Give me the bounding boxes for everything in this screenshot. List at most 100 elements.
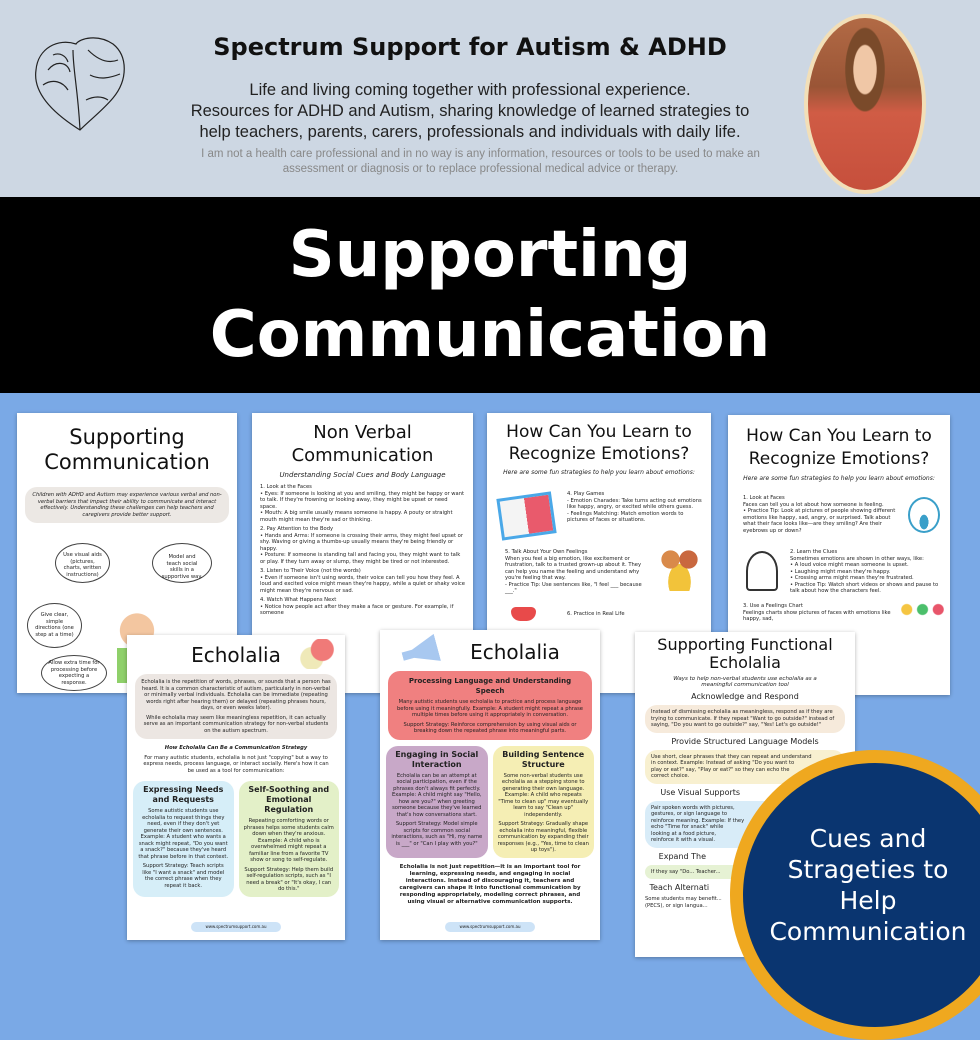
list-item: 4. Play Games: [567, 491, 605, 497]
info-card-sentence-structure: Building Sentence Structure Some non-ver…: [492, 745, 594, 858]
person-gesture-icon: [746, 551, 778, 591]
intro-box: Echolalia is the repetition of words, ph…: [135, 674, 337, 739]
item-list: 1. Look at the Faces • Eyes: If someone …: [252, 479, 473, 622]
card-strategy: Support Strategy: Reinforce comprehensio…: [403, 721, 577, 735]
card-title: Processing Language and Understanding Sp…: [408, 677, 572, 695]
info-card-expressing-needs: Expressing Needs and Requests Some autis…: [133, 781, 234, 897]
section-title: Expand The: [658, 851, 707, 861]
list-item: - Practice Tip: Use sentences like, "I f…: [505, 581, 642, 595]
emoji-faces-icon: [900, 603, 945, 616]
intro-text: Echolalia is the repetition of words, ph…: [141, 679, 331, 711]
shocked-face-icon: [908, 497, 940, 533]
card-strategy: Support Strategy: Teach scripts like "I …: [142, 863, 225, 889]
speech-bubble: Use visual aids (pictures, charts, writt…: [55, 543, 110, 583]
speech-bubble: Allow extra time for processing before e…: [41, 655, 107, 691]
section-lead: For many autistic students, echolalia is…: [143, 754, 329, 774]
section-heading: How Echolalia Can Be a Communication Str…: [164, 745, 308, 751]
tip-block: 5. Talk About Your Own Feelings When you…: [505, 549, 650, 595]
head-heart-logo-icon: [35, 37, 125, 131]
section-body: Instead of dismissing echolalia as meani…: [645, 705, 845, 733]
section-body: Some students may benefit... (PECS), or …: [645, 896, 722, 909]
list-item: • Practice Tip: Look at pictures of peop…: [743, 508, 896, 534]
list-item: 2. Pay Attention to the Body: [260, 526, 334, 532]
list-item: Sometimes emotions are shown in other wa…: [790, 555, 924, 562]
list-item: • Crossing arms might mean they're frust…: [790, 575, 914, 581]
list-item: 5. Talk About Your Own Feelings: [505, 549, 588, 555]
list-item: - Emotion Charades: Take turns acting ou…: [567, 497, 702, 511]
page-subtitle: Here are some fun strategies to help you…: [743, 475, 935, 482]
list-item: When you feel a big emotion, like excite…: [505, 555, 642, 582]
list-item: Faces can tell you a lot about how someo…: [743, 501, 884, 508]
list-item: 1. Look at the Faces: [260, 484, 312, 490]
banner-title-line: Communication: [209, 298, 771, 372]
banner-title-line: Supporting: [288, 218, 692, 292]
list-item: • Laughing might mean they're happy.: [790, 568, 891, 575]
preview-page-echolalia: Echolalia Echolalia is the repetition of…: [127, 635, 345, 940]
list-item: • Eyes: If someone is looking at you and…: [260, 490, 465, 510]
list-item: Feelings charts show pictures of faces w…: [743, 609, 891, 623]
card-title: Self-Soothing and Emotional Regulation: [248, 785, 330, 814]
list-item: 4. Watch What Happens Next: [260, 597, 337, 603]
page-subtitle: Here are some fun strategies to help you…: [503, 469, 695, 476]
info-card-processing-language: Processing Language and Understanding Sp…: [388, 671, 592, 740]
page-title: Non Verbal Communication: [291, 422, 434, 466]
tip-block: 3. Use a Feelings Chart Feelings charts …: [743, 603, 893, 623]
intro-box: Children with ADHD and Autism may experi…: [25, 487, 229, 523]
list-item: - Feelings Matching: Match emotion words…: [567, 510, 684, 524]
list-item: • Notice how people act after they make …: [260, 603, 454, 617]
list-item: 1. Look at Faces: [743, 495, 785, 501]
list-item: • Mouth: A big smile usually means someo…: [260, 510, 453, 523]
card-body: Echolalia can be an attempt at social pa…: [391, 772, 482, 818]
list-item: • Hands and Arms: If someone is crossing…: [260, 532, 463, 552]
badge-text: Cues and Strageties to Help Communicatio…: [769, 824, 967, 946]
section-title: Use Visual Supports: [660, 787, 741, 797]
page-title: How Can You Learn to Recognize Emotions?: [746, 426, 932, 469]
section-title: Teach Alternati: [649, 883, 710, 892]
section-title: Provide Structured Language Models: [671, 736, 819, 746]
page-title: Echolalia: [191, 643, 281, 667]
chat-bubbles-icon: [295, 639, 337, 669]
list-item: 3. Listen to Their Voice (not the words): [260, 568, 361, 574]
mask-icon: [511, 607, 536, 621]
card-title: Expressing Needs and Requests: [143, 785, 224, 804]
intro-text: While echolalia may seem like meaningles…: [143, 714, 329, 734]
card-body: Some autistic students use echolalia to …: [138, 808, 229, 860]
list-item: 6. Practice in Real Life: [567, 611, 625, 617]
page-subtitle: Understanding Social Cues and Body Langu…: [279, 471, 446, 479]
tip-block: 2. Learn the Clues Sometimes emotions ar…: [790, 549, 940, 595]
site-header: Spectrum Support for Autism & ADHD Life …: [0, 0, 980, 197]
tagline-line: Life and living coming together with pro…: [249, 81, 691, 99]
footer-url: www.spectrumsupport.com.au: [445, 922, 535, 932]
preview-page-non-verbal-communication: Non Verbal Communication Understanding S…: [252, 413, 473, 693]
children-illustration: [657, 546, 702, 591]
tip-block: 1. Look at Faces Faces can tell you a lo…: [743, 495, 903, 534]
card-strategy: Support Strategy: Model simple scripts f…: [391, 821, 483, 847]
list-item: • A loud voice might mean someone is ups…: [790, 562, 909, 568]
footer-url: www.spectrumsupport.com.au: [191, 922, 281, 932]
card-title: Building Sentence Structure: [502, 749, 585, 769]
brand-title: Spectrum Support for Autism & ADHD: [213, 33, 727, 61]
preview-page-echolalia-2: Echolalia Processing Language and Unders…: [380, 630, 600, 940]
card-body: Repeating comforting words or phrases he…: [243, 818, 334, 863]
card-strategy: Support Strategy: Gradually shape echola…: [497, 821, 589, 853]
list-item: 2. Learn the Clues: [790, 549, 838, 555]
page-subtitle: Ways to help non-verbal students use ech…: [673, 676, 817, 688]
page-title: How Can You Learn to Recognize Emotions?: [506, 422, 692, 464]
card-strategy: Support Strategy: Help them build self-r…: [244, 866, 334, 893]
card-body: Some non-verbal students use echolalia a…: [498, 772, 589, 818]
closing-text: Echolalia is not just repetition—it is a…: [399, 863, 581, 905]
info-card-social-interaction: Engaging in Social Interaction Echolalia…: [386, 745, 488, 858]
author-photo: [804, 14, 926, 194]
tagline: Life and living coming together with pro…: [145, 80, 795, 143]
game-board-image: [496, 491, 557, 541]
preview-page-supporting-communication: Supporting Communication Children with A…: [17, 413, 237, 693]
disclaimer: I am not a health care professional and …: [201, 148, 760, 175]
card-body: Many autistic students use echolalia to …: [397, 699, 583, 718]
page-title: Supporting Communication: [44, 425, 210, 474]
list-item: • Posture: If someone is standing tall a…: [260, 552, 461, 565]
tip-block: 4. Play Games - Emotion Charades: Take t…: [567, 491, 702, 524]
section-title: Acknowledge and Respond: [691, 692, 799, 701]
speech-bubble: Model and teach social skills in a suppo…: [152, 543, 212, 583]
tagline-line: help teachers, parents, carers, professi…: [199, 123, 741, 141]
list-item: 3. Use a Feelings Chart: [743, 603, 803, 609]
